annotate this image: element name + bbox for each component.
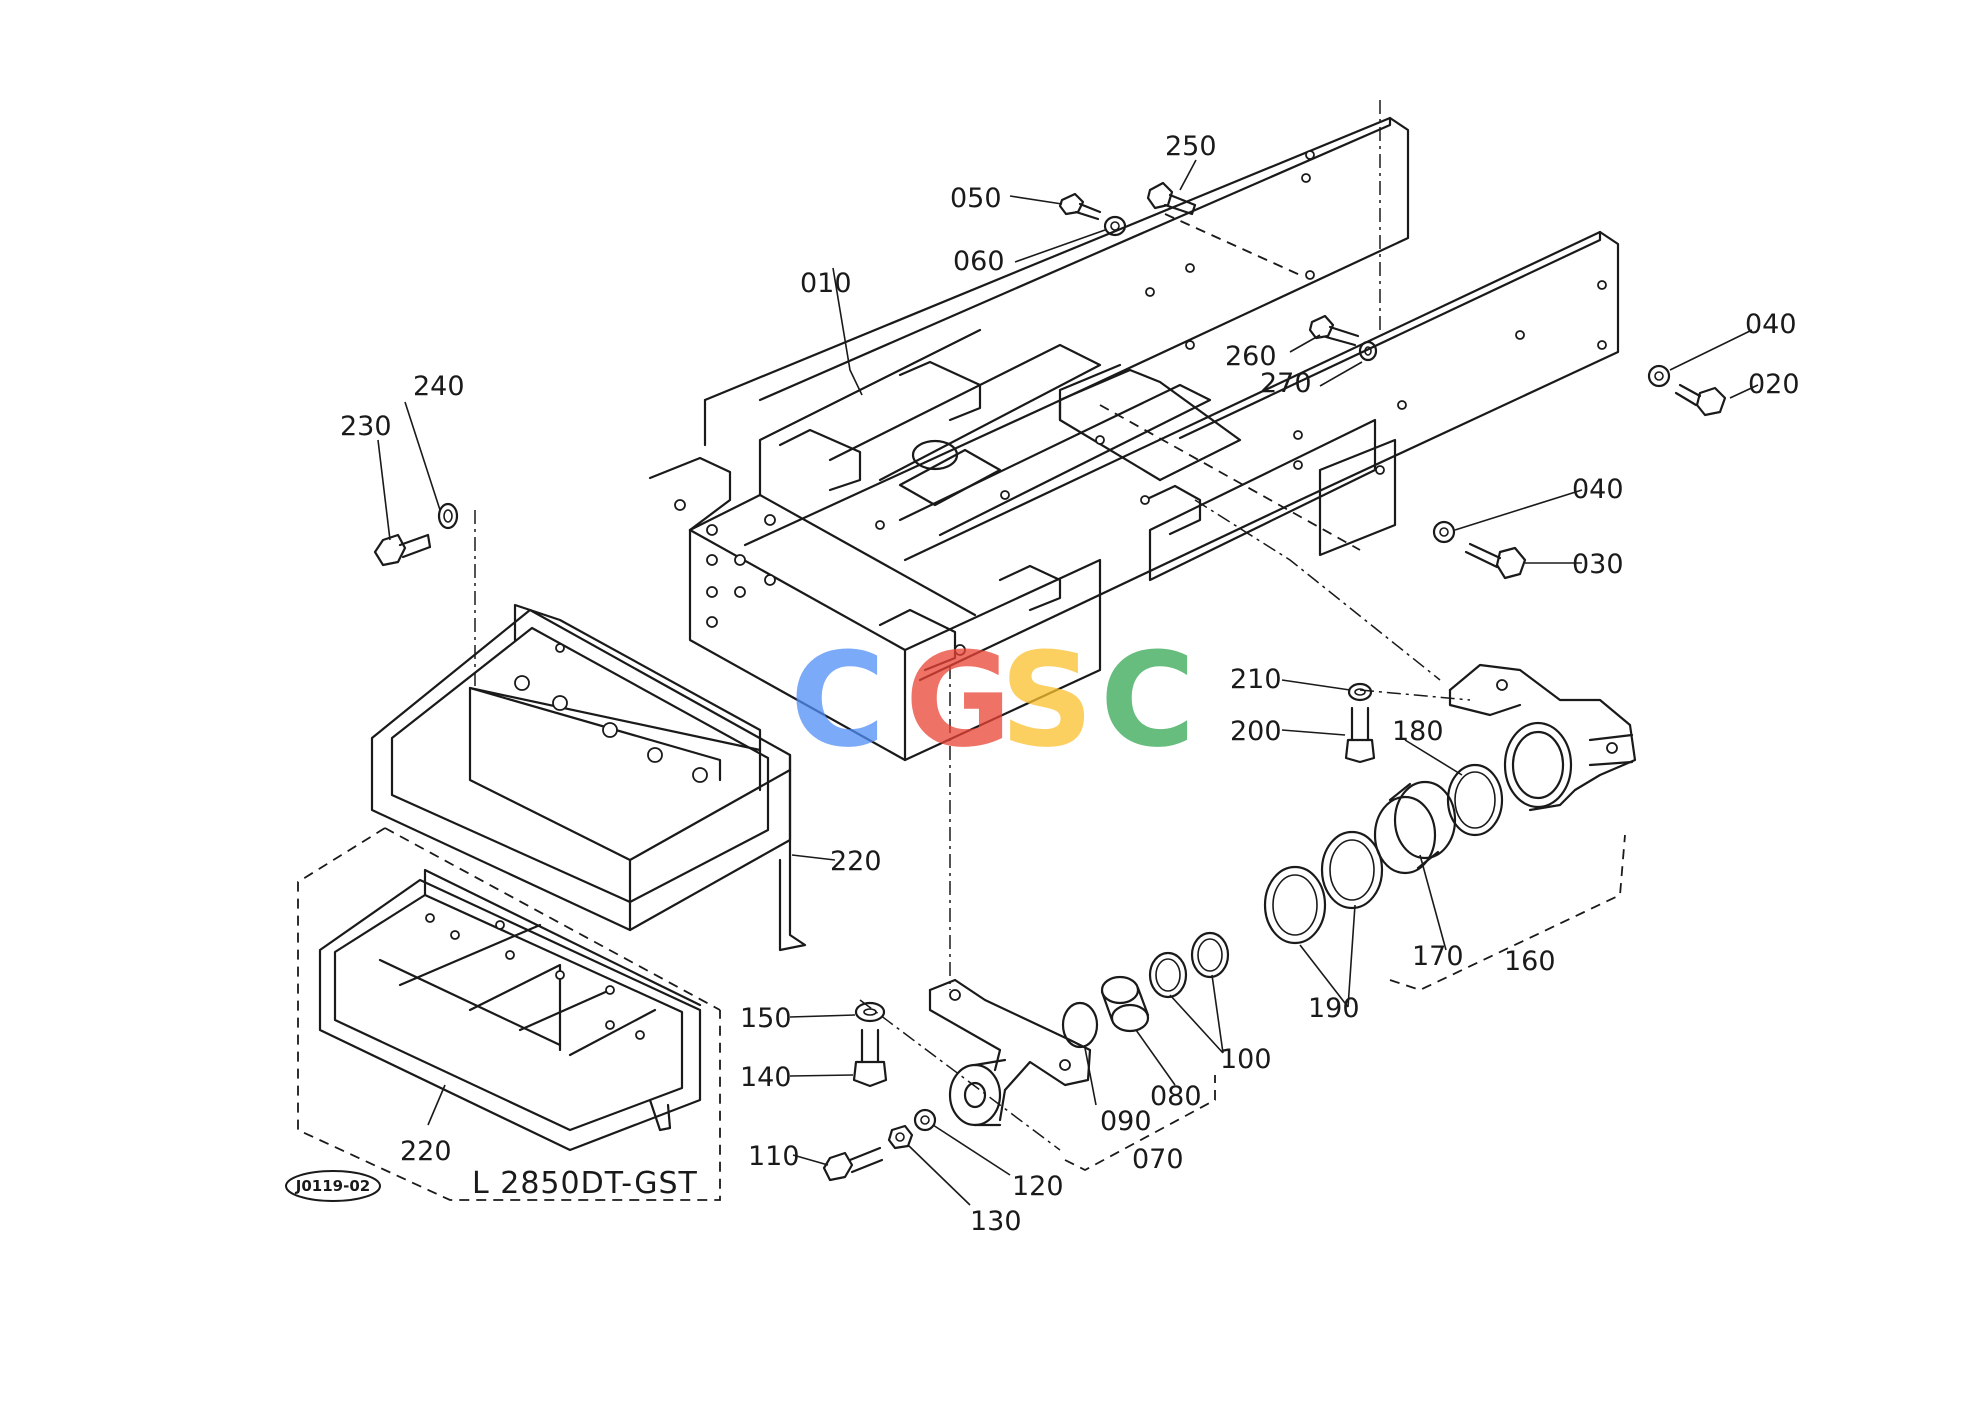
label-270: 270	[1260, 368, 1312, 399]
rear-bracket-160	[1448, 663, 1637, 812]
label-200: 200	[1230, 716, 1282, 747]
label-050: 050	[950, 183, 1002, 214]
bushings	[1061, 931, 1230, 1049]
center-lines	[474, 100, 1471, 1151]
figure-code-badge: J0119-02	[285, 1170, 381, 1202]
label-080: 080	[1150, 1081, 1202, 1112]
group-lines	[1064, 834, 1626, 1172]
label-040-upper: 040	[1745, 309, 1797, 340]
label-250: 250	[1165, 131, 1217, 162]
label-170: 170	[1412, 941, 1464, 972]
bracket-upper-220	[370, 603, 807, 952]
label-120: 120	[1012, 1171, 1064, 1202]
label-260: 260	[1225, 341, 1277, 372]
watermark-letter-4: C	[1100, 624, 1195, 776]
front-bracket-070	[928, 978, 1092, 1127]
label-240: 240	[413, 371, 465, 402]
watermark-logo: C G S C	[790, 624, 1195, 776]
front-frame	[648, 116, 1620, 762]
watermark-letter-2: G	[905, 624, 1012, 776]
watermark-letter-1: C	[790, 624, 885, 776]
label-110: 110	[748, 1141, 800, 1172]
callouts: 010 050 060 250 260 270 040 020 040 030 …	[340, 131, 1800, 1237]
label-190: 190	[1308, 993, 1360, 1024]
label-130: 130	[970, 1206, 1022, 1237]
bracket-lower-220	[297, 827, 721, 1201]
label-100: 100	[1220, 1044, 1272, 1075]
label-070: 070	[1132, 1144, 1184, 1175]
watermark-letter-3: S	[1000, 624, 1094, 776]
label-040-lower: 040	[1572, 474, 1624, 505]
model-note: L 2850DT-GST	[472, 1166, 698, 1201]
label-140: 140	[740, 1062, 792, 1093]
label-010: 010	[800, 268, 852, 299]
label-220-lower: 220	[400, 1136, 452, 1167]
label-060: 060	[953, 246, 1005, 277]
label-230: 230	[340, 411, 392, 442]
label-150: 150	[740, 1003, 792, 1034]
label-160: 160	[1504, 946, 1556, 977]
label-220-upper: 220	[830, 846, 882, 877]
label-090: 090	[1100, 1106, 1152, 1137]
label-030: 030	[1572, 549, 1624, 580]
label-020: 020	[1748, 369, 1800, 400]
hardware	[373, 181, 1727, 1182]
rings	[1263, 763, 1504, 945]
leader-lines	[377, 159, 1759, 1206]
label-210: 210	[1230, 664, 1282, 695]
figure-code: J0119-02	[295, 1177, 370, 1195]
label-180: 180	[1392, 716, 1444, 747]
